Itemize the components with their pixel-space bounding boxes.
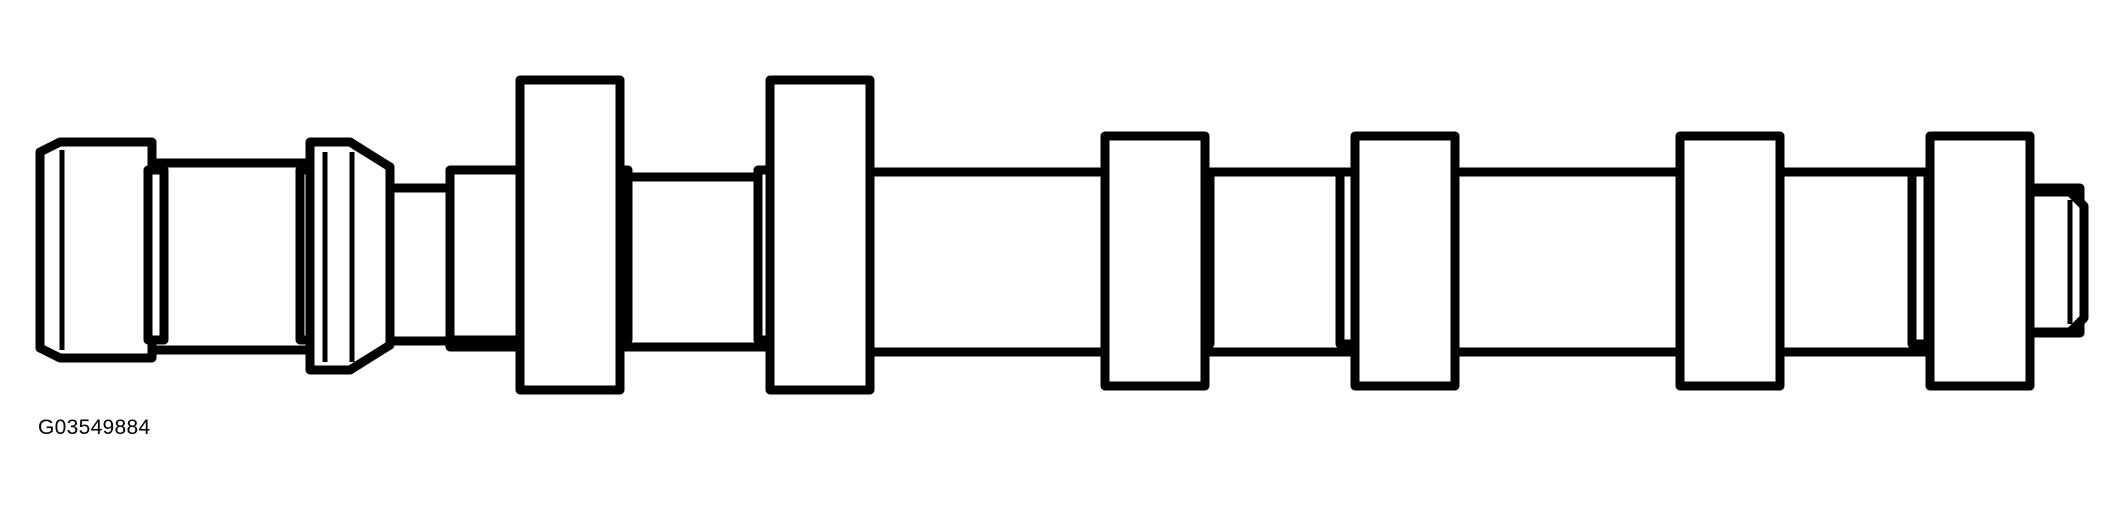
rear-stub-body <box>2025 187 2089 337</box>
figure-code: G03549884 <box>38 416 151 439</box>
collar <box>143 165 169 345</box>
cam-lobe <box>515 75 625 395</box>
bearing-journal <box>1100 131 1210 391</box>
bearing-journal <box>1925 131 2035 391</box>
front-journal <box>35 137 157 363</box>
shaft-segment <box>145 158 315 355</box>
cam-lobes <box>515 75 875 395</box>
bearing-journal <box>1675 131 1785 391</box>
front-journal-body <box>35 137 157 363</box>
shaft-segment <box>1435 167 1705 357</box>
shaft-segment <box>855 167 1115 357</box>
shaft-segment <box>1765 167 1935 357</box>
cam-lobe <box>765 75 875 395</box>
shaft-segment <box>1195 167 1365 357</box>
bearing-journals <box>1100 131 2035 391</box>
tapered-flange <box>305 137 395 375</box>
bearing-journal <box>1350 131 1460 391</box>
rear-stub <box>2025 187 2089 337</box>
shaft <box>145 158 2085 357</box>
